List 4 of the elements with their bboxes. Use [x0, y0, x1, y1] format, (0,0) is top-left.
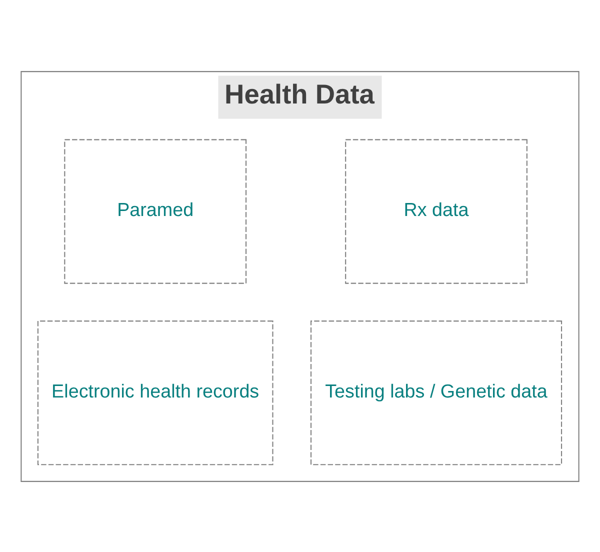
- node-box: Testing labs / Genetic data: [310, 320, 562, 465]
- node-box: Paramed: [64, 138, 247, 284]
- node-box: Rx data: [345, 138, 528, 284]
- node-box: Electronic health records: [37, 320, 274, 465]
